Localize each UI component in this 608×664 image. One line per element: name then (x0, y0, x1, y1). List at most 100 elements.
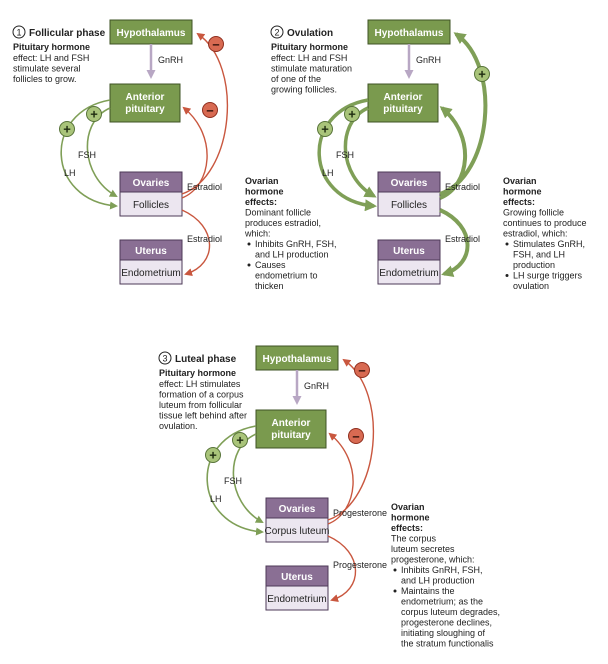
lh-arrow (206, 425, 264, 536)
ovarian-effects-heading: Ovarian (245, 176, 279, 186)
ovarian-effects-text: produces estradiol, (245, 218, 321, 228)
uterus-sub-label: Endometrium (121, 268, 180, 279)
hypothalamus-box (255, 345, 339, 371)
pituitary-effect-line: growing follicles. (271, 85, 337, 95)
phase-title: Luteal phase (175, 354, 237, 365)
ovarian-effects-heading: effects: (503, 197, 535, 207)
anterior-pituitary-label: Anterior (384, 92, 423, 103)
ovarian-effects-text: progesterone, which: (391, 555, 475, 565)
anterior-pituitary-label: Anterior (272, 418, 311, 429)
minus-sign: – (212, 37, 219, 52)
phase-title: Follicular phase (29, 28, 106, 39)
step-number: 3 (162, 354, 167, 364)
ovarian-effects-text: which: (244, 229, 271, 239)
minus-sign: – (358, 363, 365, 378)
step-number-circle (270, 25, 284, 39)
hormone-to-uterus-arrow (327, 535, 357, 603)
lh-arrow (60, 99, 118, 210)
ovarian-effect-bullet: and LH production (401, 576, 475, 586)
hypothalamus-label: Hypothalamus (375, 28, 444, 39)
pituitary-effect-line: effect: LH and FSH (13, 53, 89, 63)
minus-sign: – (206, 103, 213, 118)
ovarian-effects-text: continues to produce (503, 218, 587, 228)
pituitary-effect-line: stimulate maturation (271, 64, 352, 74)
pituitary-effect-line: formation of a corpus (159, 390, 244, 400)
plus-circle-icon: + (59, 121, 75, 137)
ovarian-effects-heading: hormone (245, 187, 284, 197)
plus-sign: + (321, 122, 329, 137)
plus-sign: + (236, 433, 244, 448)
lh-label: LH (64, 168, 76, 178)
hormone-label-lower: Estradiol (445, 234, 480, 244)
ovarian-effect-bullet: Inhibits GnRH, FSH, (255, 239, 337, 249)
uterus-sub-label: Endometrium (379, 268, 438, 279)
bullet-dot (247, 263, 251, 267)
plus-circle-icon: + (86, 106, 102, 122)
gnrh-label: GnRH (416, 55, 441, 65)
pituitary-effect-line: ovulation. (159, 421, 198, 431)
minus-circle-icon: – (348, 428, 364, 444)
ovarian-effects-text: luteum secretes (391, 544, 455, 554)
ovarian-effect-bullet: Maintains the (401, 586, 455, 596)
ovarian-effects-text: The corpus (391, 534, 437, 544)
uterus-label: Uterus (281, 572, 313, 583)
anterior-pituitary-box (367, 83, 439, 123)
ovarian-effects-text: Growing follicle (503, 208, 564, 218)
pituitary-effect-line: stimulate several (13, 64, 81, 74)
endometrium-box (119, 259, 183, 285)
uterus-label: Uterus (135, 246, 167, 257)
ovarian-effects-heading: hormone (503, 187, 542, 197)
hormone-label-lower: Estradiol (187, 234, 222, 244)
fsh-label: FSH (224, 476, 242, 486)
hormone-label-upper: Progesterone (333, 508, 387, 518)
ovarian-effect-bullet: endometrium; as the (401, 597, 483, 607)
ovarian-effect-bullet: Causes (255, 260, 286, 270)
pituitary-effect-line: of one of the (271, 74, 321, 84)
hormone-label-upper: Estradiol (187, 182, 222, 192)
ovarian-effects-heading: hormone (391, 513, 430, 523)
ovarian-effect-bullet: FSH, and LH (513, 250, 565, 260)
hormone-to-uterus-arrow (181, 209, 211, 277)
ovary-sub-label: Corpus luteum (264, 526, 329, 537)
plus-circle-icon: + (317, 121, 333, 137)
lh-arrow (317, 98, 377, 212)
pituitary-effect-heading: Pituitary hormone (159, 368, 236, 378)
ovaries-label: Ovaries (279, 504, 316, 515)
bullet-dot (505, 242, 509, 246)
plus-sign: + (348, 107, 356, 122)
pituitary-effect-heading: Pituitary hormone (271, 42, 348, 52)
bullet-dot (505, 274, 509, 277)
anterior-pituitary-box (255, 409, 327, 449)
plus-circle-icon: + (232, 432, 248, 448)
ovarian-effects-heading: effects: (391, 523, 423, 533)
minus-circle-icon: – (202, 102, 218, 118)
ovarian-effects-text: estradiol, which: (503, 229, 568, 239)
ovarian-effect-bullet: LH surge triggers (513, 271, 583, 281)
bullet-dot (247, 242, 251, 246)
phase-title: Ovulation (287, 28, 333, 39)
step-number: 2 (274, 28, 279, 38)
anterior-pituitary-label: Anterior (126, 92, 165, 103)
ovary-sub-label: Follicles (133, 200, 169, 211)
plus-sign: + (209, 448, 217, 463)
hypothalamus-label: Hypothalamus (117, 28, 186, 39)
uterus-label: Uterus (393, 246, 425, 257)
ovarian-effect-bullet: the stratum functionalis (401, 639, 494, 649)
hormone-label-upper: Estradiol (445, 182, 480, 192)
hypothalamus-box (109, 19, 193, 45)
plus-circle-icon: + (474, 66, 490, 82)
ovary-sub-box (119, 191, 183, 217)
hypothalamus-label: Hypothalamus (263, 354, 332, 365)
lh-label: LH (210, 494, 222, 504)
ovary-sub-box (265, 517, 329, 543)
bullet-dot (393, 589, 397, 593)
minus-circle-icon: – (354, 362, 370, 378)
endometrium-box (377, 259, 441, 285)
ovaries-label: Ovaries (391, 178, 428, 189)
minus-sign: – (352, 429, 359, 444)
feedback-to-pituitary-arrow (439, 106, 467, 200)
step-number-circle (12, 25, 26, 39)
feedback-to-pituitary-arrow (181, 106, 208, 199)
ovary-sub-label: Follicles (391, 200, 427, 211)
